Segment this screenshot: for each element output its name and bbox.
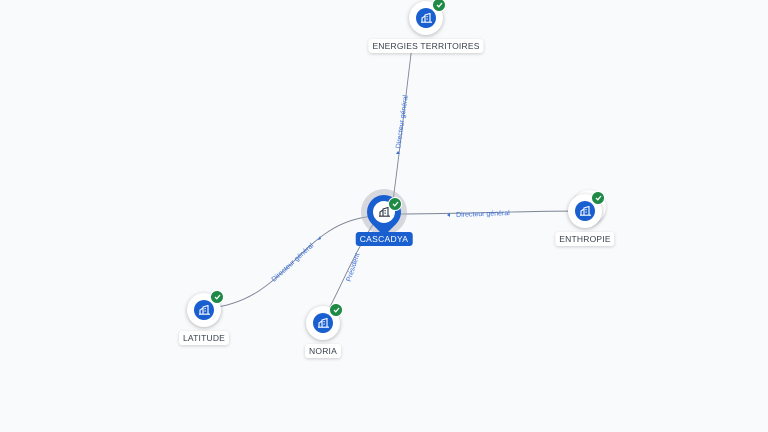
edge-label-latitude: Directeur général [271,242,316,283]
verified-check-icon [329,303,343,317]
edge-enthropie [397,210,583,215]
building-icon [575,201,595,221]
building-icon [313,313,333,333]
building-icon [416,8,436,28]
edge-latitude [209,215,377,309]
direction-arrow-icon [396,151,400,154]
edge-label-enthropie: Directeur général [456,210,510,219]
center-node-label: CASCADYA [355,232,413,246]
direction-arrow-icon [318,236,321,240]
building-icon [194,300,214,320]
node-label: ENERGIES TERRITOIRES [368,39,484,53]
svg-text:Directeur général: Directeur général [395,94,409,149]
direction-arrow-icon [447,213,450,217]
verified-check-icon [432,0,446,12]
edge-label-noria: Président [346,252,362,282]
svg-text:Directeur général: Directeur général [456,210,510,219]
verified-check-icon [210,290,224,304]
verified-check-icon [388,197,402,211]
node-label: LATITUDE [178,331,230,345]
node-label: ENTHROPIE [555,232,615,246]
verified-check-icon [591,191,605,205]
node-label: NORIA [305,344,341,358]
svg-text:Directeur général: Directeur général [271,242,316,283]
edge-energies [391,45,413,209]
edge-label-energies: Directeur général [395,94,409,149]
svg-text:Président: Président [346,252,362,282]
